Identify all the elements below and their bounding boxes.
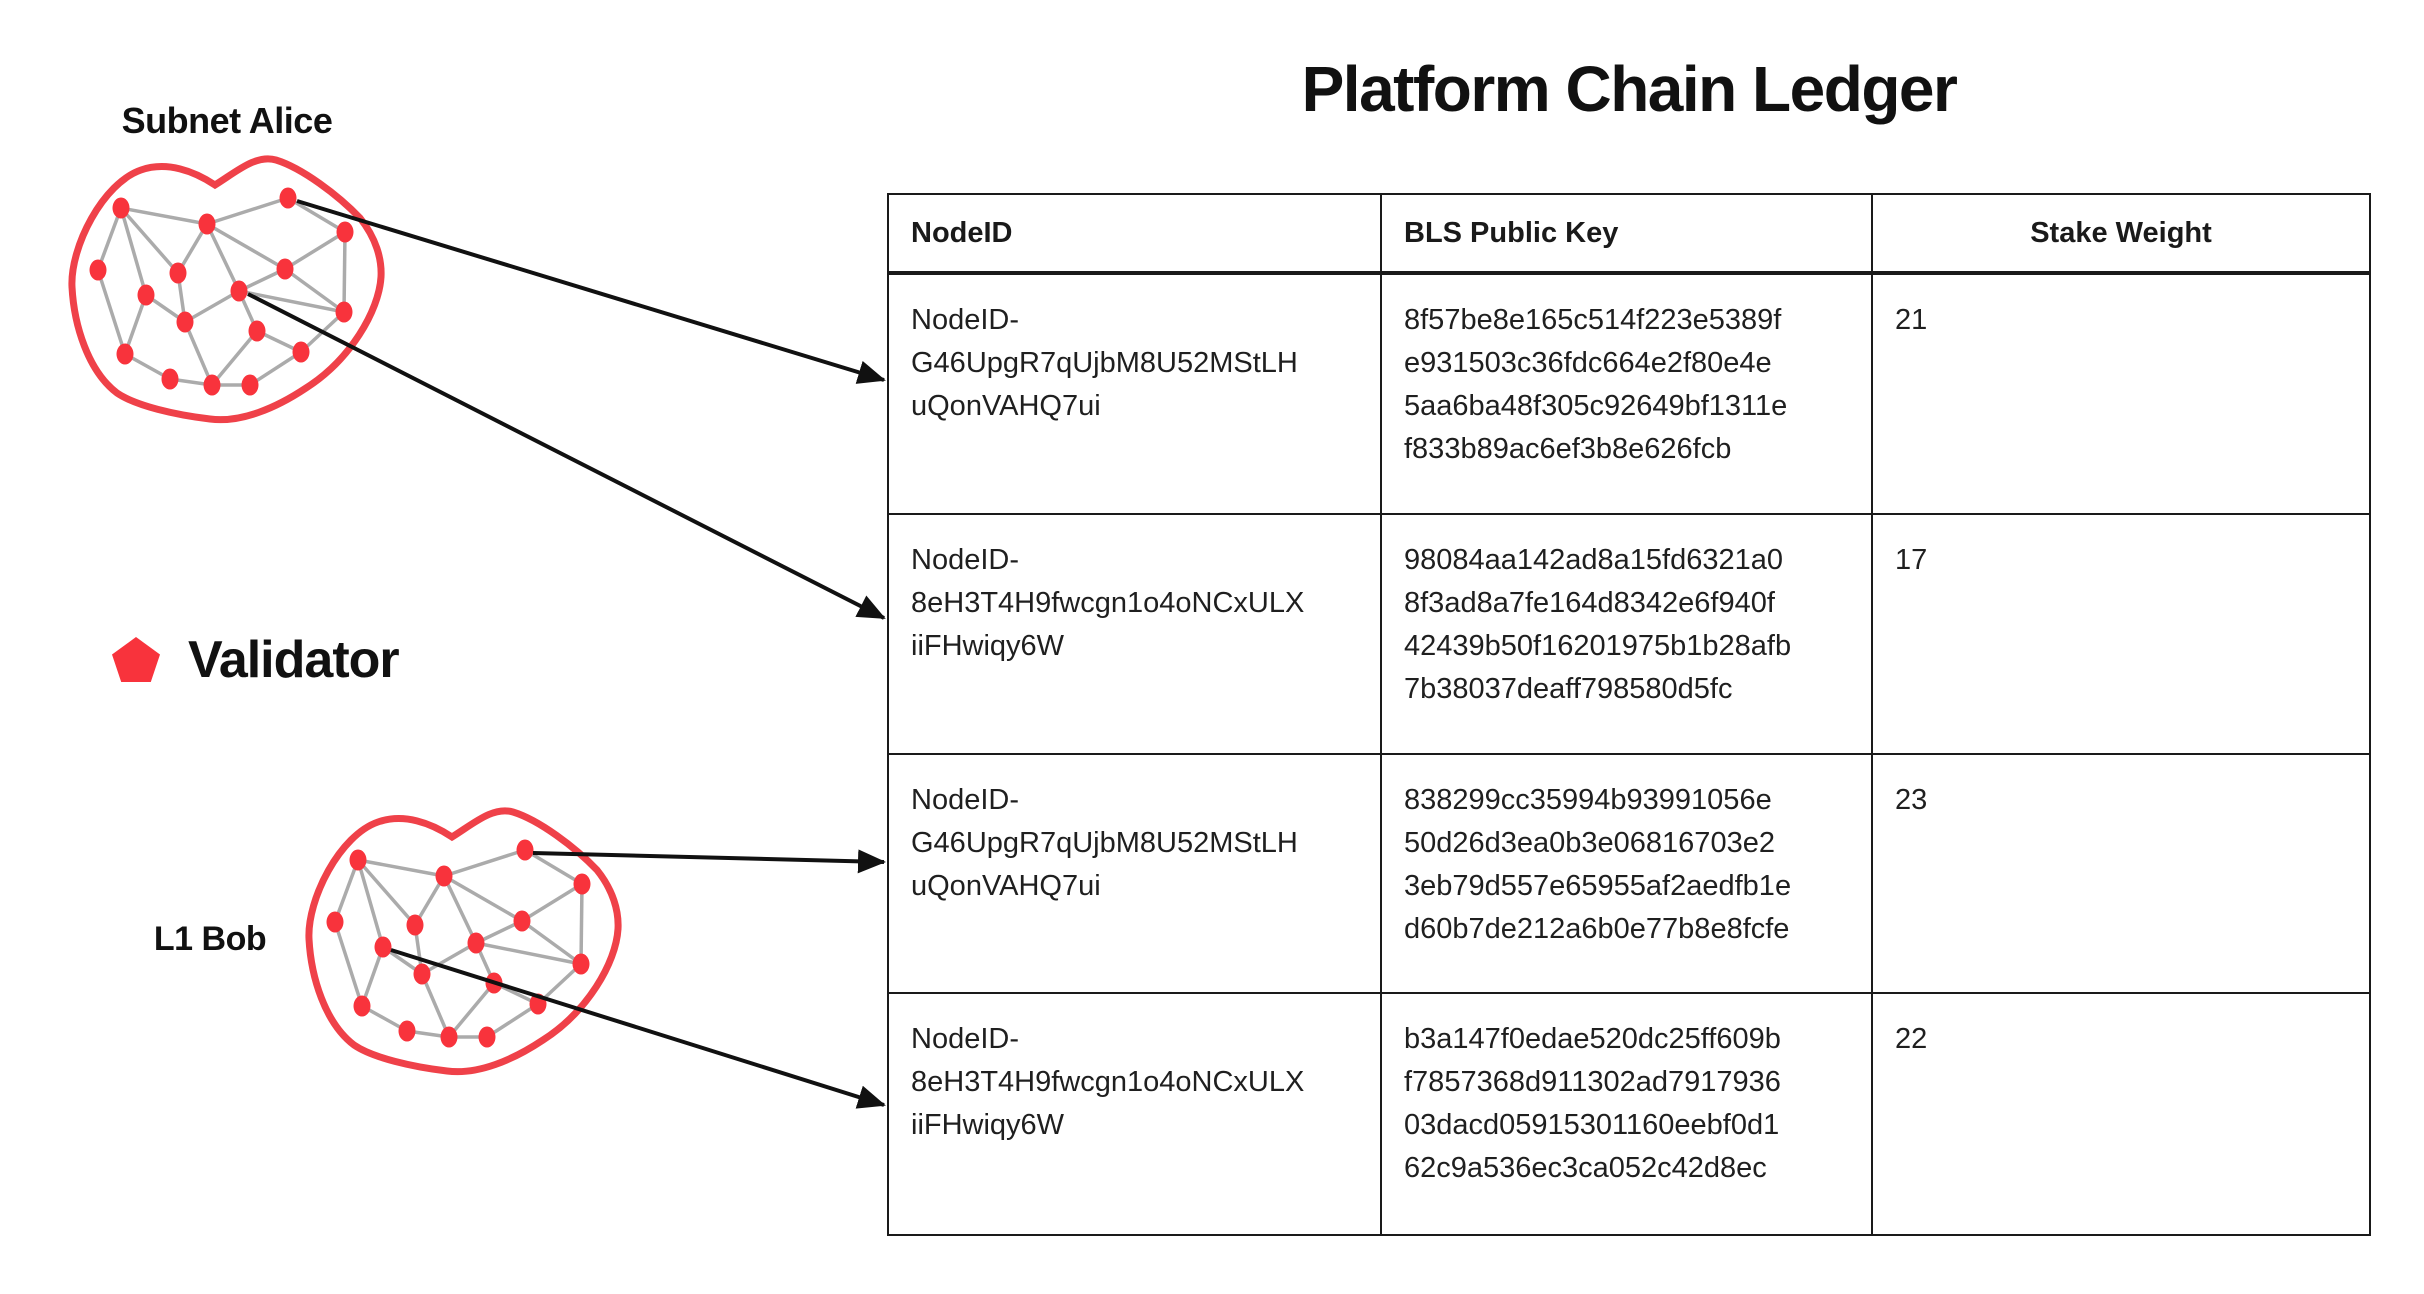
network-edge bbox=[524, 848, 583, 886]
validator-node bbox=[516, 839, 534, 861]
network-edge bbox=[356, 859, 385, 948]
validator-node bbox=[230, 280, 248, 302]
row3-nodeid: NodeID- G46UpgR7qUjbM8U52MStLH uQonVAHQ7… bbox=[889, 754, 1382, 995]
row2-bls-public-key: 98084aa142ad8a15fd6321a0 8f3ad8a7fe164d8… bbox=[1382, 514, 1873, 755]
validator-node bbox=[203, 374, 221, 396]
row2-stake-weight: 17 bbox=[1873, 515, 2369, 755]
validator-node bbox=[572, 953, 590, 975]
column-header-bls-public-key: BLS Public Key bbox=[1382, 195, 1873, 275]
row3-bls-public-key: 838299cc35994b93991056e 50d26d3ea0b3e068… bbox=[1382, 754, 1873, 995]
network-edge bbox=[96, 269, 127, 355]
network-edge bbox=[475, 941, 582, 966]
l1-bob-label: L1 Bob bbox=[153, 920, 267, 958]
mapping-arrow-1 bbox=[296, 199, 886, 384]
network-edge bbox=[119, 206, 180, 275]
network-edge bbox=[205, 223, 241, 292]
network-edge bbox=[287, 196, 346, 234]
network-edge bbox=[443, 848, 526, 878]
network-edge bbox=[520, 919, 583, 966]
row1-nodeid: NodeID- G46UpgR7qUjbM8U52MStLH uQonVAHQ7… bbox=[889, 275, 1382, 515]
l1-bob-network bbox=[305, 807, 622, 1076]
row3-stake-weight: 23 bbox=[1873, 755, 2369, 995]
validator-node bbox=[276, 258, 294, 280]
validator-node bbox=[406, 914, 424, 936]
network-edge bbox=[579, 883, 584, 965]
validator-node bbox=[161, 368, 179, 390]
network-edge bbox=[420, 973, 451, 1038]
network-edge bbox=[333, 921, 364, 1007]
validator-node bbox=[169, 262, 187, 284]
mapping-arrow-3 bbox=[532, 849, 886, 874]
network-edge bbox=[447, 981, 496, 1039]
validator-node bbox=[176, 311, 194, 333]
validator-node bbox=[116, 343, 134, 365]
column-header-stake-weight: Stake Weight bbox=[1873, 195, 2369, 275]
subnet-boundary bbox=[68, 155, 385, 424]
network-edge bbox=[284, 230, 346, 271]
network-edge bbox=[283, 267, 346, 314]
mapping-arrow-4 bbox=[390, 948, 886, 1109]
subnet-alice-label: Subnet Alice bbox=[121, 100, 333, 141]
network-edge bbox=[356, 858, 417, 927]
network-edge bbox=[123, 294, 148, 355]
network-edge bbox=[210, 329, 259, 387]
validator-node bbox=[398, 1020, 416, 1042]
network-edge bbox=[521, 882, 583, 923]
platform-chain-ledger-table: NodeID BLS Public Key Stake Weight NodeI… bbox=[887, 193, 2371, 1236]
validator-node bbox=[198, 213, 216, 235]
validator-node bbox=[513, 910, 531, 932]
validator-node bbox=[467, 932, 485, 954]
mapping-arrow-2 bbox=[247, 292, 886, 620]
row4-stake-weight: 22 bbox=[1895, 1023, 1928, 1056]
page-title: Platform Chain Ledger bbox=[1301, 53, 1958, 125]
network-edge bbox=[486, 1002, 539, 1039]
validator-node bbox=[326, 911, 344, 933]
network-edge bbox=[342, 231, 347, 313]
validator-node bbox=[137, 284, 155, 306]
validator-legend-label: Validator bbox=[188, 631, 400, 689]
network-edge bbox=[120, 206, 208, 226]
validator-node bbox=[248, 320, 266, 342]
validator-node bbox=[89, 259, 107, 281]
row2-nodeid: NodeID- 8eH3T4H9fwcgn1o4oNCxULX iiFHwiqy… bbox=[889, 514, 1382, 755]
network-edge bbox=[119, 207, 148, 296]
validator-node bbox=[112, 197, 130, 219]
row1-stake-weight: 21 bbox=[1873, 275, 2369, 515]
validator-node bbox=[292, 341, 310, 363]
validator-node bbox=[335, 301, 353, 323]
network-edge bbox=[206, 222, 286, 271]
validator-node bbox=[353, 995, 371, 1017]
network-edge bbox=[184, 289, 240, 324]
validator-node bbox=[478, 1026, 496, 1048]
validator-node bbox=[241, 374, 259, 396]
network-edge bbox=[206, 196, 289, 226]
validator-legend: Validator bbox=[112, 630, 400, 690]
network-edge bbox=[96, 207, 123, 271]
subnet-alice-network bbox=[68, 155, 385, 424]
validator-node bbox=[413, 963, 431, 985]
column-header-nodeid: NodeID bbox=[889, 195, 1382, 275]
network-edge bbox=[421, 941, 477, 976]
network-edge bbox=[442, 875, 478, 944]
network-edge bbox=[249, 350, 302, 387]
validator-node bbox=[336, 221, 354, 243]
row4-bls-public-key: b3a147f0edae520dc25ff609b f7857368d91130… bbox=[1382, 994, 1873, 1234]
network-edge bbox=[357, 858, 445, 878]
validator-node bbox=[279, 187, 297, 209]
validator-node bbox=[435, 865, 453, 887]
validator-node bbox=[349, 849, 367, 871]
row4-nodeid: NodeID- 8eH3T4H9fwcgn1o4oNCxULX iiFHwiqy… bbox=[889, 994, 1382, 1234]
row1-bls-public-key: 8f57be8e165c514f223e5389f e931503c36fdc6… bbox=[1382, 275, 1873, 515]
pentagon-icon bbox=[112, 637, 160, 682]
network-edge bbox=[238, 289, 345, 314]
network-edge bbox=[333, 859, 360, 923]
mapping-arrows bbox=[247, 199, 886, 1109]
network-edge bbox=[183, 321, 214, 386]
subnet-boundary bbox=[305, 807, 622, 1076]
validator-node bbox=[440, 1026, 458, 1048]
network-edge bbox=[443, 874, 523, 923]
validator-node bbox=[573, 873, 591, 895]
network-edge bbox=[360, 946, 385, 1007]
validator-node bbox=[374, 936, 392, 958]
